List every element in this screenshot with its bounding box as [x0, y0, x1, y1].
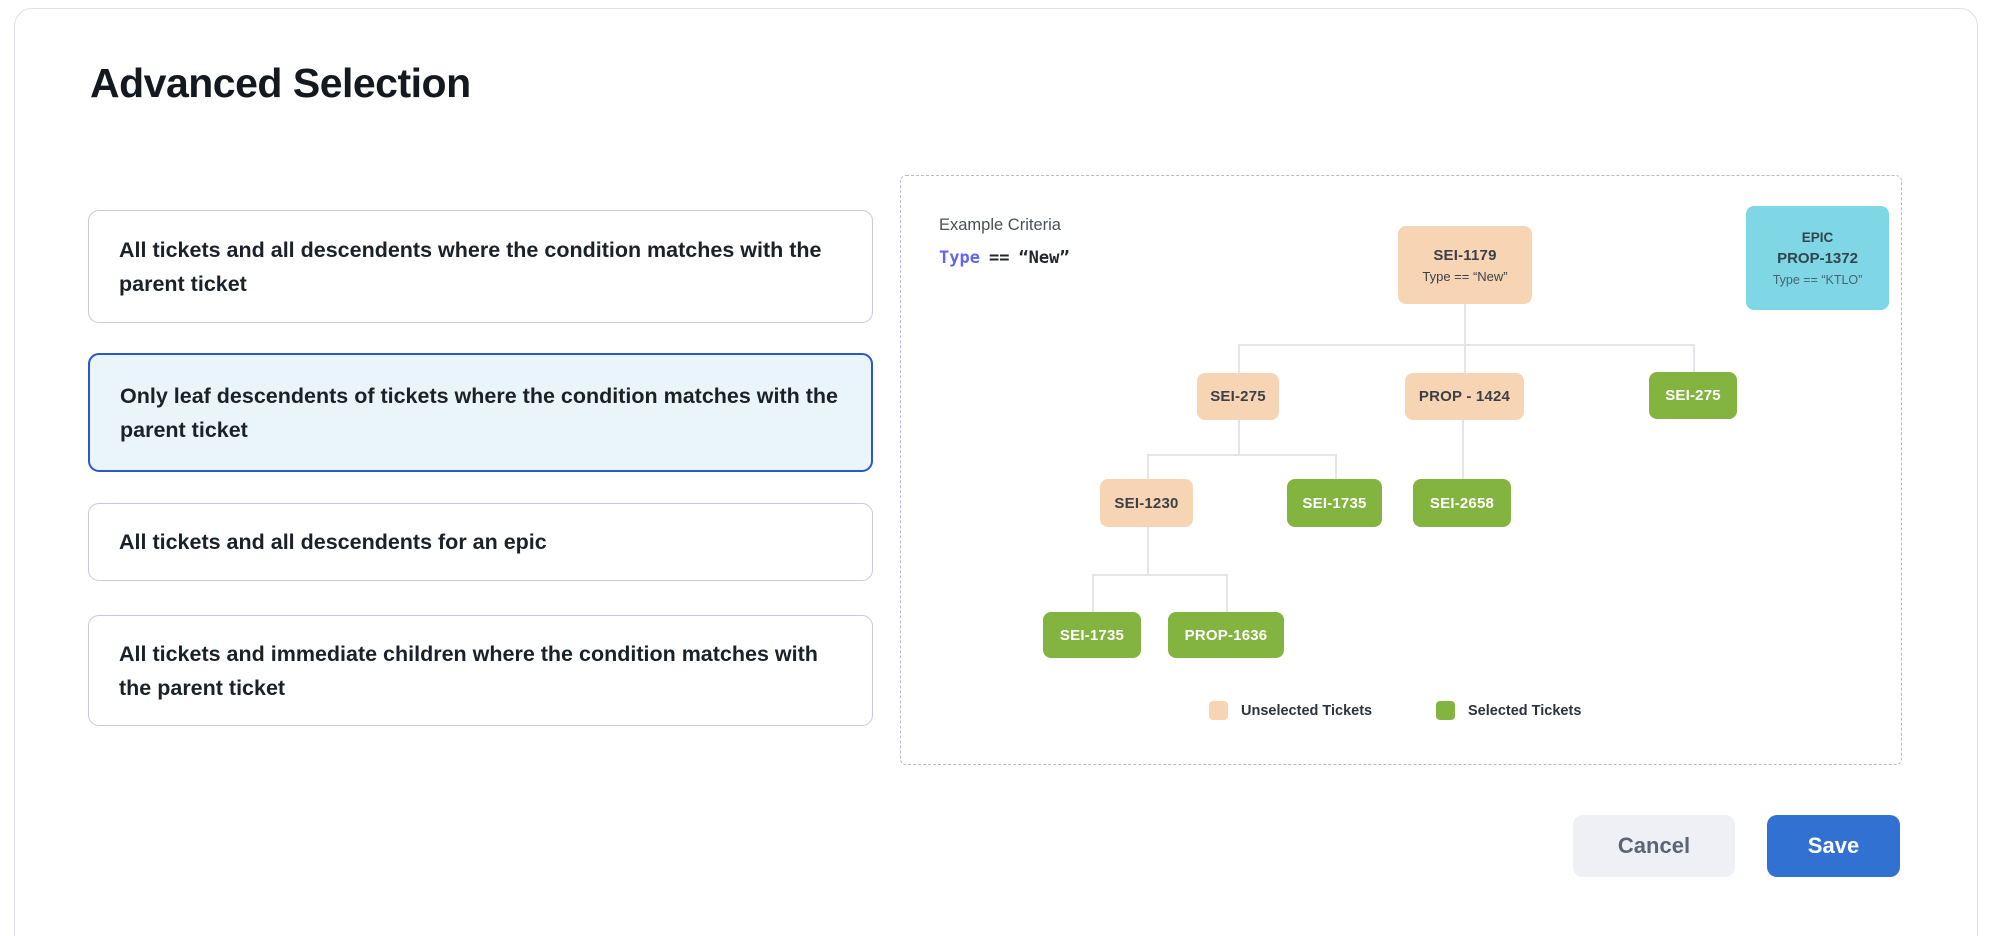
option-label: All tickets and all descendents where th… [119, 237, 822, 296]
connector-line [1693, 344, 1695, 372]
connector-line [1092, 574, 1226, 576]
node-id: SEI-1735 [1302, 494, 1367, 512]
tree-node-sei-1735: SEI-1735 [1287, 479, 1382, 527]
connector-line [1147, 454, 1335, 456]
save-button[interactable]: Save [1767, 815, 1900, 877]
epic-type-label: EPIC [1801, 229, 1834, 245]
option-label: All tickets and all descendents for an e… [119, 530, 547, 554]
node-id: SEI-275 [1210, 388, 1266, 405]
option-card-leaf-descendents[interactable]: Only leaf descendents of tickets where t… [88, 353, 873, 472]
selected-swatch-icon [1436, 701, 1455, 720]
node-id: PROP-1636 [1184, 626, 1268, 644]
connector-line [1238, 344, 1240, 373]
epic-card: EPIC PROP-1372 Type == “KTLO” [1746, 206, 1889, 310]
unselected-swatch-icon [1209, 701, 1228, 720]
connector-line [1147, 527, 1149, 574]
epic-condition: Type == “KTLO” [1772, 272, 1863, 287]
connector-line [1092, 574, 1094, 612]
node-id: SEI-1735 [1059, 626, 1125, 644]
node-id: SEI-2658 [1429, 494, 1495, 512]
node-id: PROP - 1424 [1418, 388, 1511, 405]
tree-node-sei-1179: SEI-1179 Type == “New” [1398, 226, 1532, 304]
option-label: Only leaf descendents of tickets where t… [120, 383, 839, 442]
tree-node-sei-275-unselected: SEI-275 [1197, 373, 1279, 420]
option-card-epic-descendents[interactable]: All tickets and all descendents for an e… [88, 503, 873, 581]
criteria-value: “New” [1018, 248, 1070, 268]
page-title: Advanced Selection [90, 60, 471, 106]
legend-unselected: Unselected Tickets [1209, 701, 1372, 720]
connector-line [1335, 454, 1337, 479]
node-condition: Type == “New” [1422, 268, 1508, 284]
tree-node-prop-1424: PROP - 1424 [1405, 373, 1524, 420]
tree-node-sei-1230: SEI-1230 [1100, 479, 1193, 527]
legend-selected: Selected Tickets [1436, 701, 1581, 720]
criteria-operator: == [988, 248, 1010, 268]
node-id: SEI-1179 [1433, 246, 1497, 264]
cancel-button[interactable]: Cancel [1573, 815, 1735, 877]
connector-line [1464, 304, 1466, 344]
epic-id: PROP-1372 [1777, 249, 1858, 267]
option-card-all-descendents[interactable]: All tickets and all descendents where th… [88, 210, 873, 323]
criteria-expression: Type == “New” [939, 248, 1070, 268]
option-card-immediate-children[interactable]: All tickets and immediate children where… [88, 615, 873, 726]
node-id: SEI-1230 [1114, 494, 1179, 512]
panel-heading: Example Criteria [939, 216, 1061, 234]
connector-line [1464, 344, 1466, 373]
connector-line [1462, 420, 1464, 479]
connector-line [1238, 344, 1693, 346]
option-label: All tickets and immediate children where… [119, 641, 818, 700]
connector-line [1147, 454, 1149, 479]
connector-line [1226, 574, 1228, 612]
tree-node-sei-275-selected: SEI-275 [1649, 372, 1737, 419]
connector-line [1238, 420, 1240, 454]
legend-label: Selected Tickets [1468, 702, 1582, 719]
legend-label: Unselected Tickets [1241, 702, 1373, 719]
example-criteria-panel: Example Criteria Type == “New” SEI-1179 Ty… [900, 175, 1902, 765]
criteria-field: Type [939, 248, 980, 268]
tree-node-sei-2658: SEI-2658 [1413, 479, 1511, 527]
tree-node-prop-1636: PROP-1636 [1168, 612, 1284, 658]
node-id: SEI-275 [1665, 387, 1721, 404]
tree-node-sei-1735-leaf: SEI-1735 [1043, 612, 1141, 658]
